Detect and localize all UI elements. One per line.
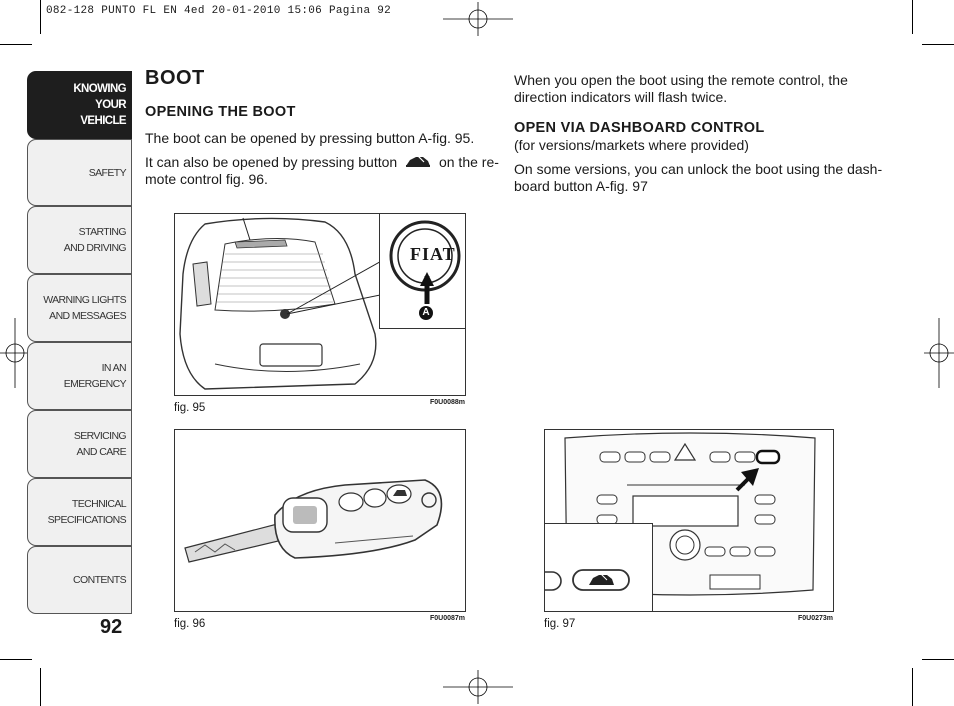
paragraph: On some versions, you can unlock the boo… (514, 161, 883, 177)
registration-mark-icon (0, 318, 30, 388)
paragraph: It can also be opened by pressing button… (145, 154, 499, 171)
car-rear-illustration (179, 217, 386, 390)
crop-mark (912, 0, 913, 34)
crop-mark (0, 659, 32, 660)
paragraph: The boot can be opened by pressing butto… (145, 130, 475, 146)
fiat-badge-inset: FIAT A (379, 214, 465, 329)
figure-caption: fig. 97 (544, 618, 576, 630)
paragraph: direction indicators will flash twice. (514, 89, 728, 105)
figure-95: FIAT A (174, 213, 466, 396)
crop-mark (922, 44, 954, 45)
figure-code: F0U0087m (430, 615, 466, 622)
sidebar-tab-safety[interactable]: SAFETY (27, 139, 132, 206)
fiat-badge-text: FIAT (410, 244, 456, 264)
subheading: (for versions/markets where provided) (514, 137, 749, 153)
figure-97 (544, 429, 834, 612)
registration-mark-icon (443, 670, 513, 704)
figure-caption: fig. 95 (174, 402, 206, 414)
fiat-badge-icon (389, 220, 461, 304)
figure-code: F0U0273m (798, 615, 834, 622)
paragraph: When you open the boot using the remote … (514, 72, 848, 88)
section-heading: OPENING THE BOOT (145, 104, 296, 120)
registration-mark-icon (924, 318, 954, 388)
sidebar-tab-knowing-your-vehicle[interactable]: KNOWING YOUR VEHICLE (27, 71, 132, 139)
registration-mark-icon (443, 2, 513, 36)
paragraph-text: on the re- (438, 154, 499, 170)
sidebar-tab-technical-specifications[interactable]: TECHNICAL SPECIFICATIONS (27, 478, 132, 546)
figure-96 (174, 429, 466, 612)
page-number: 92 (100, 616, 123, 638)
sidebar-tab-warning-lights[interactable]: WARNING LIGHTS AND MESSAGES (27, 274, 132, 342)
sidebar-tab-starting-and-driving[interactable]: STARTING AND DRIVING (27, 206, 132, 274)
section-heading: OPEN VIA DASHBOARD CONTROL (514, 120, 765, 136)
boot-button-icon (545, 569, 630, 591)
crop-mark (922, 659, 954, 660)
crop-mark (0, 44, 32, 45)
sidebar-tab-contents[interactable]: CONTENTS (27, 546, 132, 614)
boot-open-icon (406, 155, 431, 167)
boot-button-inset (545, 523, 653, 611)
sidebar-tab-servicing-and-care[interactable]: SERVICING AND CARE (27, 410, 132, 478)
print-header: 082-128 PUNTO FL EN 4ed 20-01-2010 15:06… (46, 5, 392, 17)
crop-mark (40, 668, 41, 706)
paragraph: mote control fig. 96. (145, 171, 268, 187)
crop-mark (40, 0, 41, 34)
remote-key-illustration (184, 479, 443, 563)
callout-a-label: A (419, 306, 433, 320)
crop-mark (912, 668, 913, 706)
figure-caption: fig. 96 (174, 618, 206, 630)
sidebar-tab-in-an-emergency[interactable]: IN AN EMERGENCY (27, 342, 132, 410)
paragraph: board button A-fig. 97 (514, 178, 648, 194)
figure-code: F0U0088m (430, 399, 466, 406)
paragraph-text: It can also be opened by pressing button (145, 154, 398, 170)
page-title: BOOT (145, 67, 205, 89)
